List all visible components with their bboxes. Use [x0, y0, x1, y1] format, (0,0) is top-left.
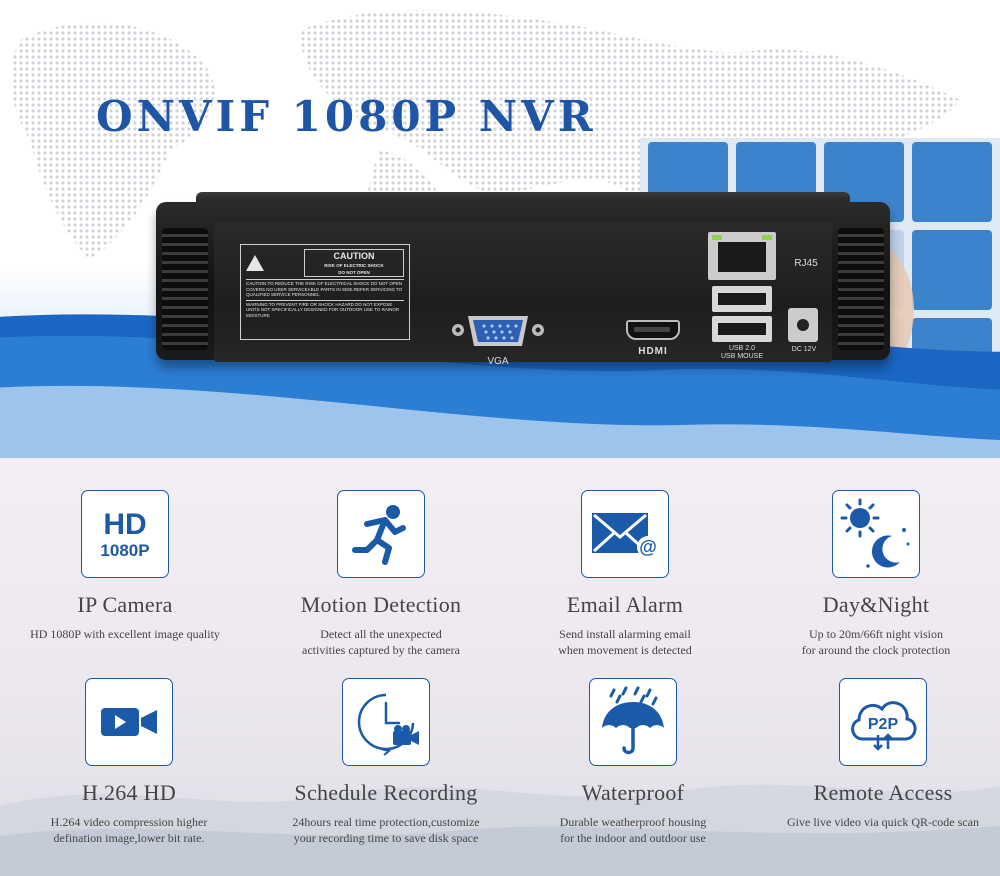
usb-port-top-icon: [712, 286, 772, 312]
caution-text: CAUTION:TO REDUCE THE RISK OF ELECTRICAL…: [246, 279, 404, 298]
p2p-cloud-icon: P2P: [851, 701, 917, 751]
dc-power-port-icon: [788, 308, 818, 342]
rear-panel: CAUTION RISK OF ELECTRIC SHOCK DO NOT OP…: [214, 222, 832, 367]
rj45-led-right: [762, 235, 772, 240]
clock-camera-icon: [357, 693, 419, 756]
hero-title: ONVIF 1080P NVR: [96, 92, 597, 141]
svg-text:HD: HD: [103, 508, 146, 541]
feature-motion-detection: Motion Detection Detect all the unexpect…: [266, 490, 496, 658]
umbrella-rain-icon: [602, 686, 664, 755]
mountain-background: [0, 784, 1000, 876]
feature-icon-box: P2P: [839, 678, 927, 766]
running-man-icon: [352, 505, 406, 565]
feature-title: Motion Detection: [300, 592, 462, 617]
feature-icon-box: [342, 678, 430, 766]
feature-desc: Give live video via quick QR-code scan: [787, 815, 979, 829]
vga-port-icon: [452, 316, 544, 346]
caution-title: CAUTION: [333, 251, 375, 261]
nvr-body: CAUTION RISK OF ELECTRIC SHOCK DO NOT OP…: [156, 202, 890, 367]
feature-remote-access: P2P Remote Access Give live video via qu…: [768, 678, 998, 830]
rj45-port-icon: [708, 232, 776, 280]
caution-label: CAUTION RISK OF ELECTRIC SHOCK DO NOT OP…: [240, 244, 410, 340]
dc-label: DC 12V: [791, 346, 817, 353]
feature-desc: HD 1080P with excellent image quality: [30, 627, 220, 641]
feature-title: Schedule Recording: [294, 780, 478, 805]
caution-sub-1: RISK OF ELECTRIC SHOCK: [324, 263, 384, 268]
feature-icon-box: @: [581, 490, 669, 578]
video-camera-icon: [101, 708, 157, 736]
feature-icon-box: [832, 490, 920, 578]
rj45-led-left: [712, 235, 722, 240]
sun-moon-icon: [840, 498, 910, 568]
svg-text:1080P: 1080P: [100, 541, 149, 560]
nvr-device-image: CAUTION RISK OF ELECTRIC SHOCK DO NOT OP…: [156, 192, 890, 370]
usb-label: USB 2.0: [728, 345, 756, 352]
feature-title: Day&Night: [822, 592, 930, 617]
usb-sub-label: USB MOUSE: [720, 353, 763, 360]
feature-icon-box: [85, 678, 173, 766]
feature-icon-box: [337, 490, 425, 578]
right-vent: [838, 228, 884, 350]
feature-schedule-recording: Schedule Recording 24hours real time pro…: [271, 678, 501, 846]
hdmi-label: HDMI: [638, 346, 668, 357]
feature-title: Email Alarm: [566, 592, 684, 617]
caution-sub-2: DO NOT OPEN: [338, 270, 370, 275]
hero-section: ONVIF 1080P NVR CAUTION RISK OF ELECTRIC…: [0, 0, 1000, 458]
vga-label: VGA: [487, 356, 509, 367]
warning-text: WARNING:TO PREVENT FIRE OR SHOCK HAZARD …: [246, 299, 404, 319]
feature-email-alarm: @ Email Alarm Send install alarming emai…: [510, 490, 740, 658]
feature-icon-box: [589, 678, 677, 766]
left-vent: [162, 228, 208, 350]
feature-ip-camera: HD 1080P IP Camera HD 1080P with excelle…: [10, 490, 240, 642]
rj45-label: RJ45: [794, 258, 818, 269]
usb-port-bottom-icon: [712, 316, 772, 342]
svg-text:P2P: P2P: [868, 716, 899, 733]
warning-triangle-icon: [246, 255, 264, 271]
hdmi-port-icon: [626, 320, 680, 340]
feature-icon-box: HD 1080P: [81, 490, 169, 578]
hd-1080p-icon: HD 1080P: [100, 508, 149, 560]
feature-title: Remote Access: [813, 780, 953, 805]
feature-title: IP Camera: [77, 592, 173, 617]
feature-title: Waterproof: [581, 780, 685, 805]
features-section: HD 1080P IP Camera HD 1080P with excelle…: [0, 458, 1000, 876]
envelope-at-icon: @: [592, 513, 659, 558]
svg-text:@: @: [639, 537, 657, 557]
feature-title: H.264 HD: [81, 780, 177, 805]
